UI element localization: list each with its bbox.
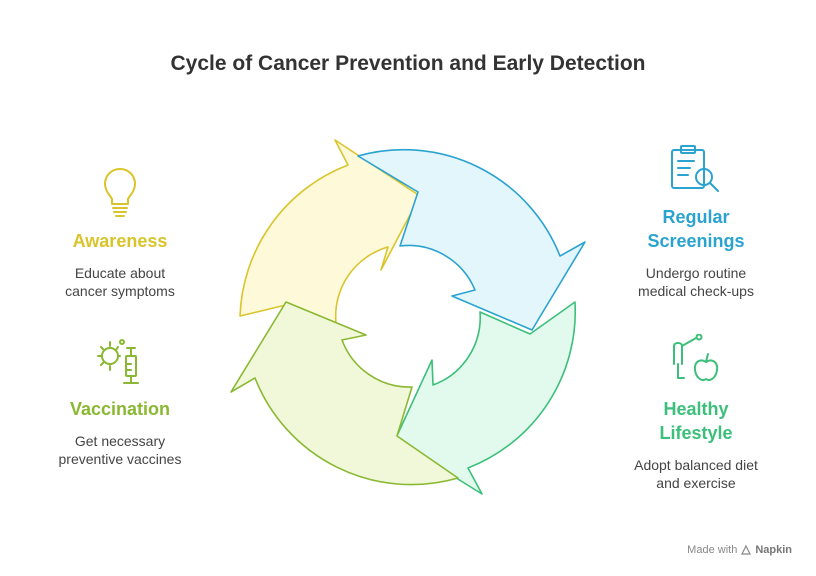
- footer-brand: Napkin: [755, 544, 792, 556]
- step-label-screenings: Regular Screenings: [647, 207, 745, 251]
- step-description-awareness: Educate about cancer symptoms: [65, 265, 175, 299]
- clipboard-search-icon: [671, 145, 719, 192]
- step-label-awareness: Awareness: [72, 231, 168, 251]
- cycle-segment-awareness: [239, 139, 421, 324]
- step-description-lifestyle: Adopt balanced diet and exercise: [634, 457, 758, 491]
- cycle-segment-screenings: [357, 148, 586, 331]
- step-label-lifestyle: Healthy Lifestyle: [659, 399, 733, 443]
- footer-prefix: Made with: [687, 544, 738, 556]
- cycle-segment-vaccination: [230, 301, 459, 486]
- apple-dumbbell-icon: [673, 334, 719, 381]
- cycle-segment-lifestyle: [394, 301, 577, 495]
- step-description-vaccination: Get necessary preventive vaccines: [58, 433, 182, 467]
- virus-syringe-icon: [97, 339, 139, 384]
- lightbulb-icon: [104, 168, 136, 217]
- napkin-logo-icon: [741, 545, 752, 555]
- page-title: Cycle of Cancer Prevention and Early Det…: [170, 52, 646, 75]
- step-description-screenings: Undergo routine medical check-ups: [638, 265, 754, 299]
- step-label-vaccination: Vaccination: [69, 399, 171, 419]
- made-with-footer[interactable]: Made with Napkin: [687, 544, 792, 556]
